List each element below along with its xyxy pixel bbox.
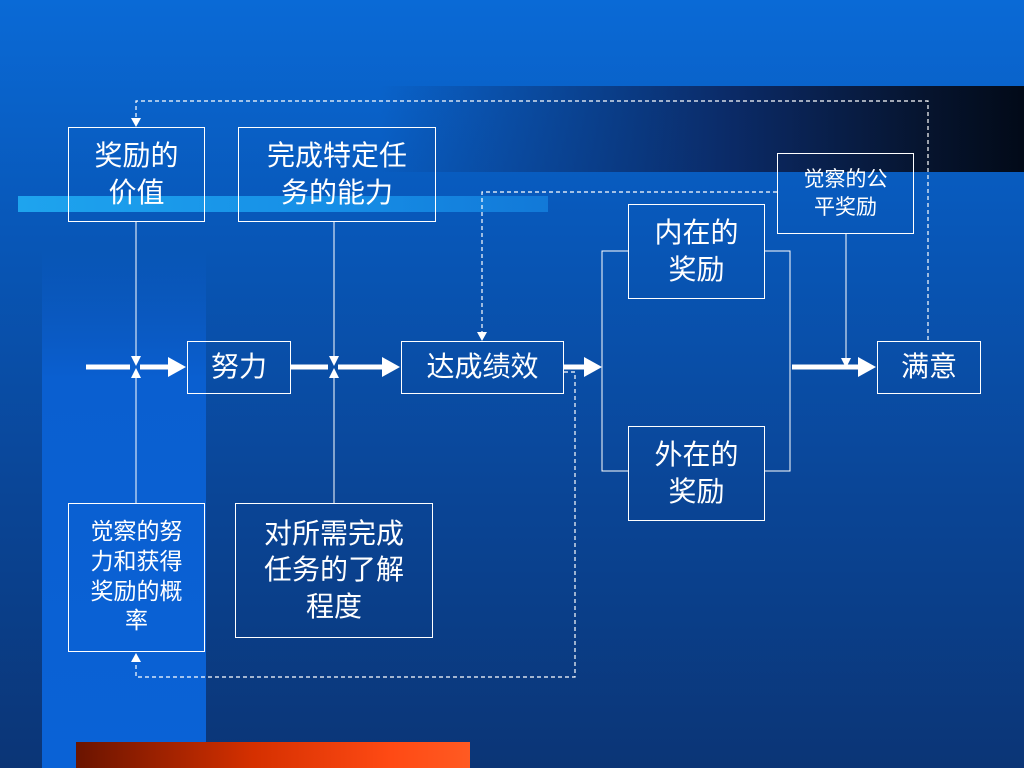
node-satisfaction: 满意	[877, 341, 981, 394]
decorative-dark-band	[380, 86, 1024, 172]
node-effort-reward-probability: 觉察的努 力和获得 奖励的概 率	[68, 503, 205, 652]
feedback-satisfaction-to-reward-value	[135, 100, 929, 340]
node-extrinsic-reward: 外在的 奖励	[628, 426, 765, 521]
arrow-effort-to-performance-head	[382, 357, 400, 377]
node-intrinsic-reward: 内在的 奖励	[628, 204, 765, 299]
feedback-performance-to-probability	[135, 371, 576, 678]
node-effort: 努力	[187, 341, 291, 394]
node-performance: 达成绩效	[401, 341, 564, 394]
arrow-performance-to-rewards-head	[584, 357, 602, 377]
bracket-rewards-right	[765, 250, 791, 472]
decorative-red-bar	[76, 742, 470, 768]
node-perceived-fair-reward: 觉察的公 平奖励	[777, 153, 914, 234]
arrow-into-effort-head	[168, 357, 186, 377]
decorative-left-band	[42, 248, 206, 768]
arrow-rewards-to-satisfaction-head	[858, 357, 876, 377]
node-reward-value: 奖励的 价值	[68, 127, 205, 222]
node-ability: 完成特定任 务的能力	[238, 127, 436, 222]
feedback-fair-to-performance	[481, 191, 777, 334]
decorative-cyan-bar	[18, 196, 548, 212]
bracket-rewards-left	[601, 250, 628, 472]
node-role-perception: 对所需完成 任务的了解 程度	[235, 503, 433, 638]
